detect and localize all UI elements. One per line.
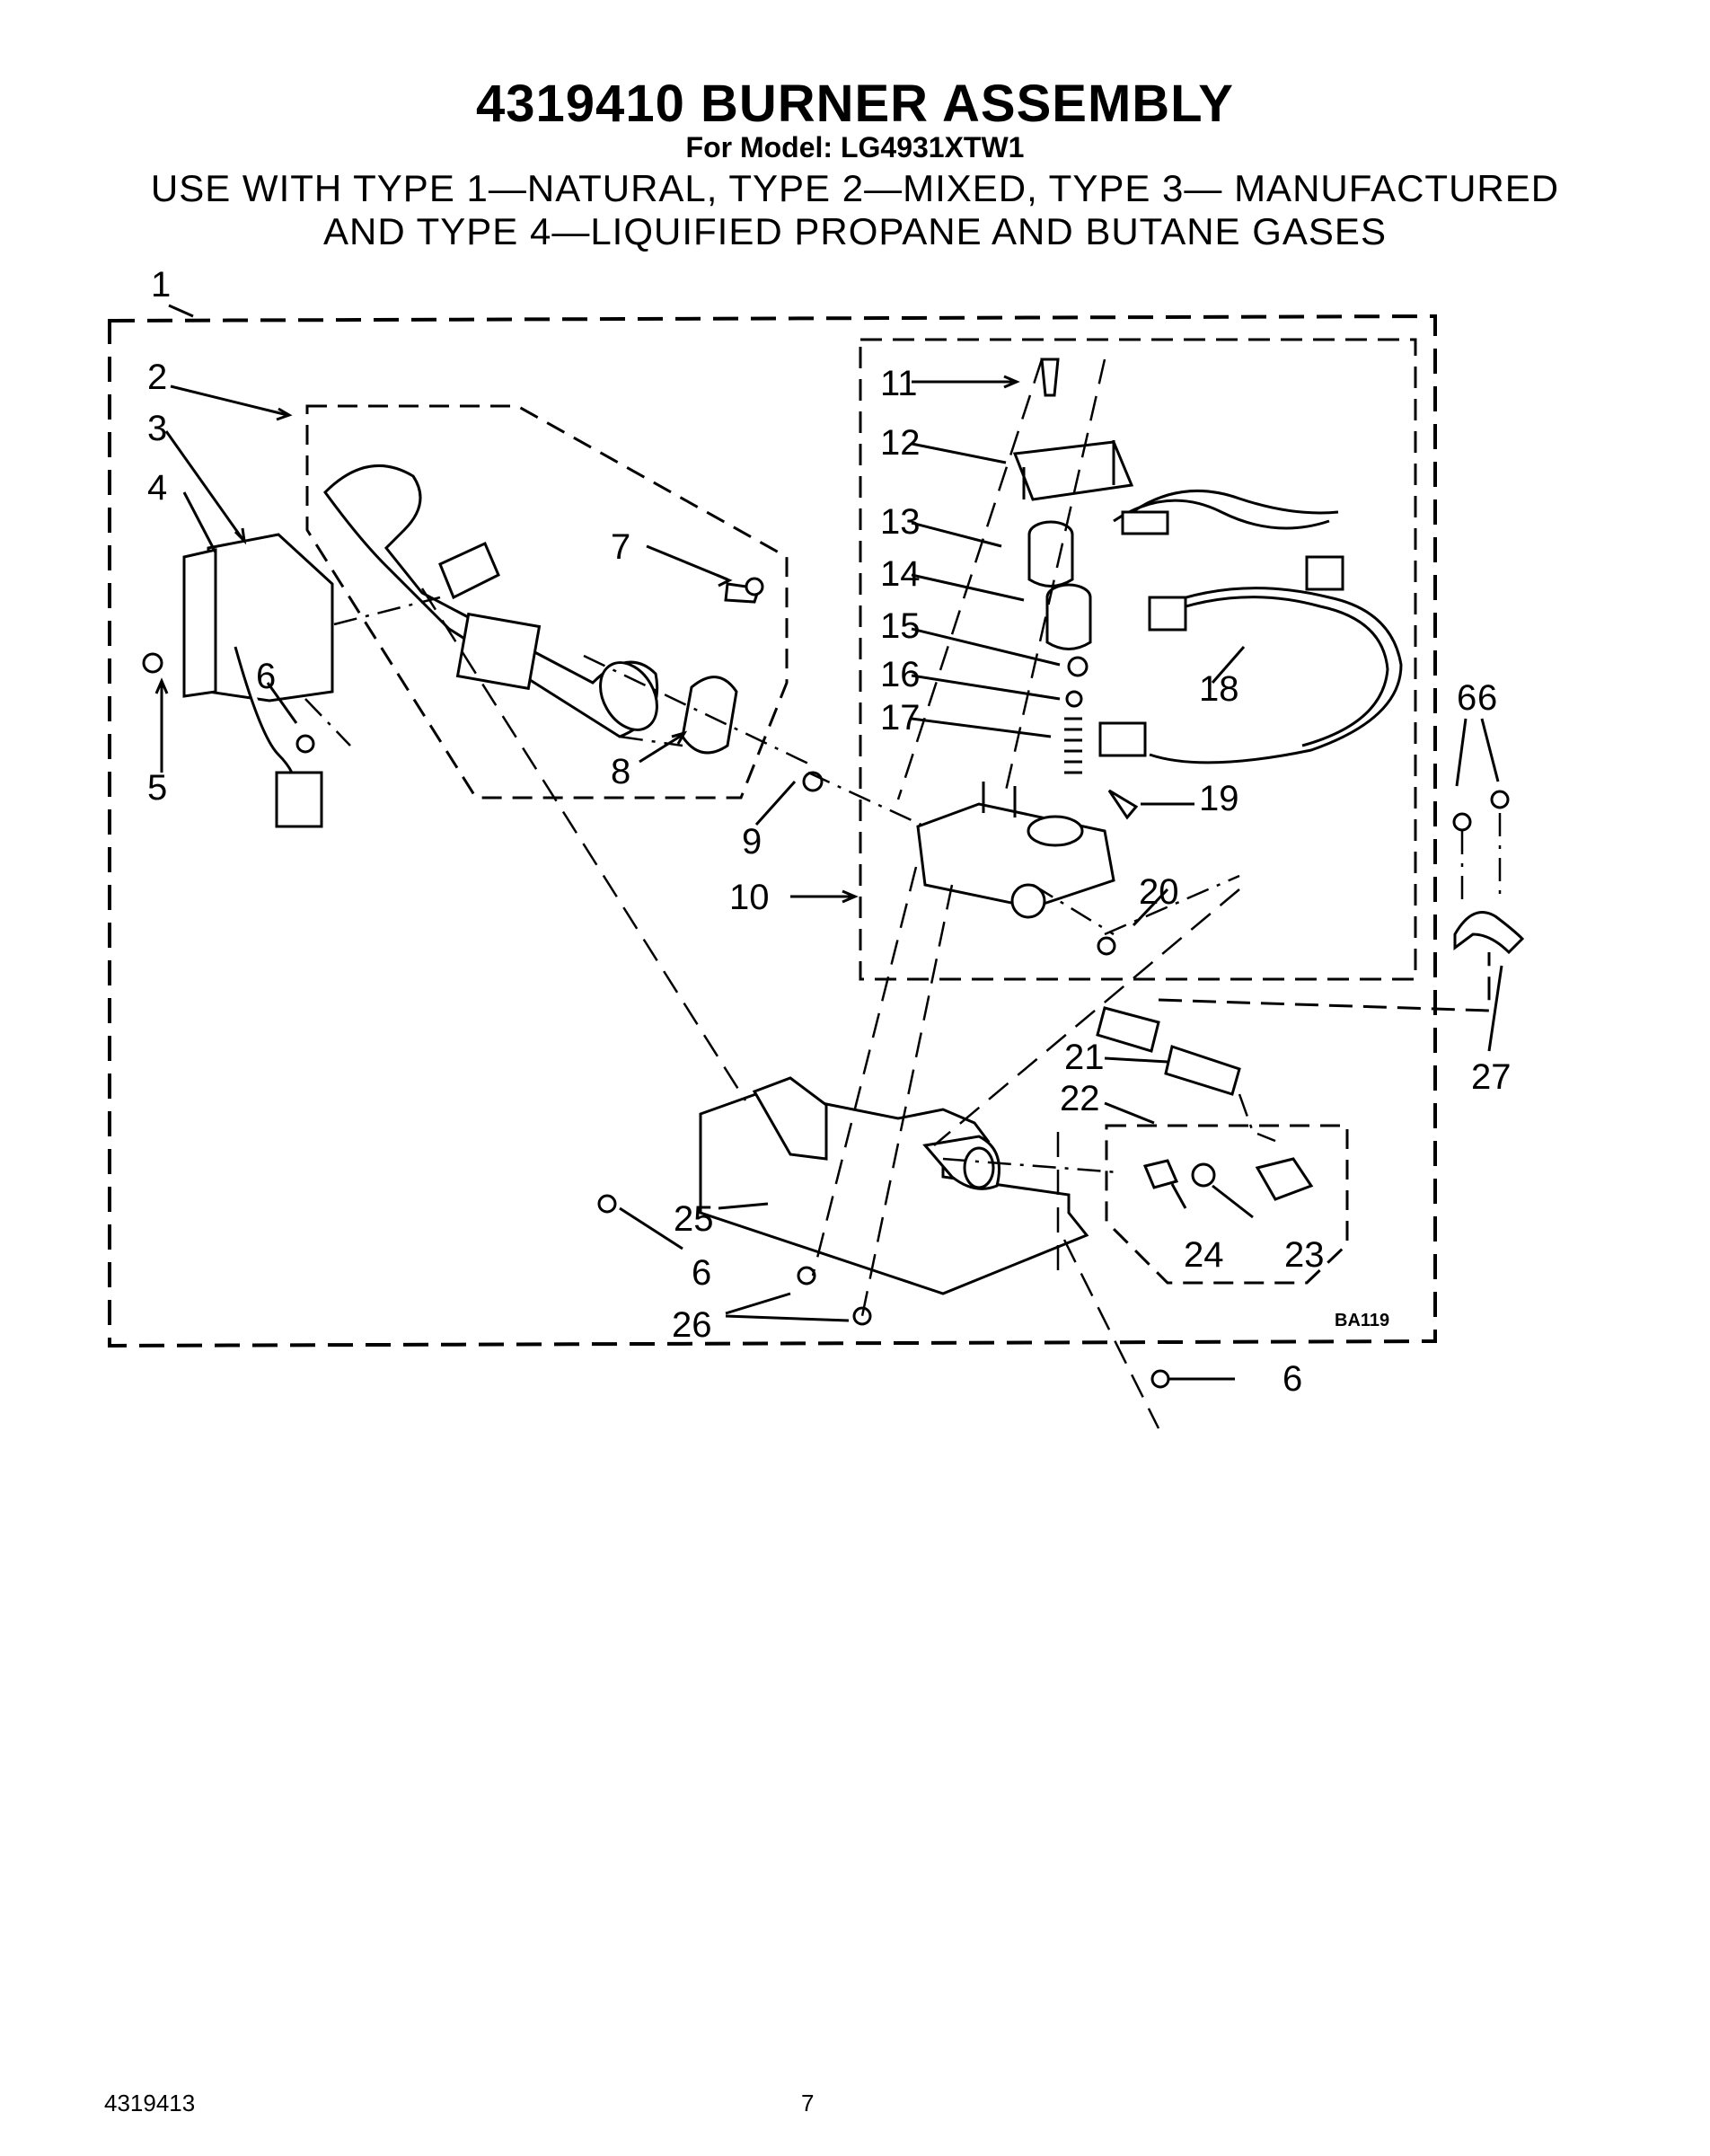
callout-24: 24 — [1184, 1235, 1224, 1275]
callout-14: 14 — [880, 554, 921, 594]
callout-6-d: 6 — [1282, 1359, 1302, 1399]
callout-19: 19 — [1199, 779, 1239, 818]
burner-group-boundary — [305, 404, 789, 800]
reference-code: BA119 — [1335, 1311, 1389, 1330]
callout-10: 10 — [729, 878, 770, 917]
callout-27: 27 — [1471, 1057, 1512, 1097]
assembly-boundary — [108, 314, 1437, 1348]
callout-5: 5 — [147, 768, 167, 808]
doc-number: 4319413 — [104, 2090, 196, 2116]
callout-4: 4 — [147, 468, 167, 508]
callout-21: 21 — [1064, 1038, 1105, 1077]
callout-12: 12 — [880, 423, 921, 463]
callout-13: 13 — [880, 502, 921, 542]
callout-18: 18 — [1199, 669, 1239, 709]
model-line: For Model: LG4931XTW1 — [685, 131, 1025, 163]
callout-2: 2 — [147, 358, 167, 397]
gas-valve-body — [916, 782, 1139, 919]
callout-16: 16 — [880, 655, 921, 694]
screws — [597, 577, 1510, 1389]
callout-26: 26 — [672, 1305, 712, 1345]
pipe-clamp — [1453, 911, 1525, 955]
callout-6-a: 6 — [256, 657, 276, 696]
callout-8: 8 — [611, 752, 630, 791]
callout-22: 22 — [1060, 1079, 1100, 1118]
callout-15: 15 — [880, 606, 921, 646]
usage-line-1: USE WITH TYPE 1—NATURAL, TYPE 2—MIXED, T… — [150, 167, 1560, 209]
valve-group-boundary — [859, 338, 1417, 981]
callout-20: 20 — [1139, 872, 1179, 912]
callout-17: 17 — [880, 698, 921, 738]
callout-9: 9 — [742, 822, 762, 862]
page-number: 7 — [801, 2090, 815, 2116]
callout-1: 1 — [151, 265, 171, 305]
callout-6-e: 6 — [1477, 678, 1497, 718]
callout-25: 25 — [674, 1199, 714, 1239]
orifice-fittings — [1096, 1006, 1314, 1201]
page-title: 4319410 BURNER ASSEMBLY — [476, 75, 1234, 133]
burner-tube — [323, 464, 761, 755]
callout-23: 23 — [1284, 1235, 1325, 1275]
mounting-bracket — [699, 1076, 1089, 1295]
callout-11: 11 — [880, 364, 918, 403]
igniter-bracket — [142, 533, 334, 828]
orifice-group-boundary — [1105, 1124, 1349, 1285]
wiring-harness — [1098, 490, 1403, 764]
callout-6-b: 6 — [1457, 678, 1476, 718]
callout-6-c: 6 — [692, 1253, 711, 1293]
callout-7: 7 — [611, 527, 630, 567]
callout-3: 3 — [147, 409, 167, 448]
usage-line-2: AND TYPE 4—LIQUIFIED PROPANE AND BUTANE … — [323, 210, 1387, 252]
valve-coils — [1012, 358, 1134, 774]
